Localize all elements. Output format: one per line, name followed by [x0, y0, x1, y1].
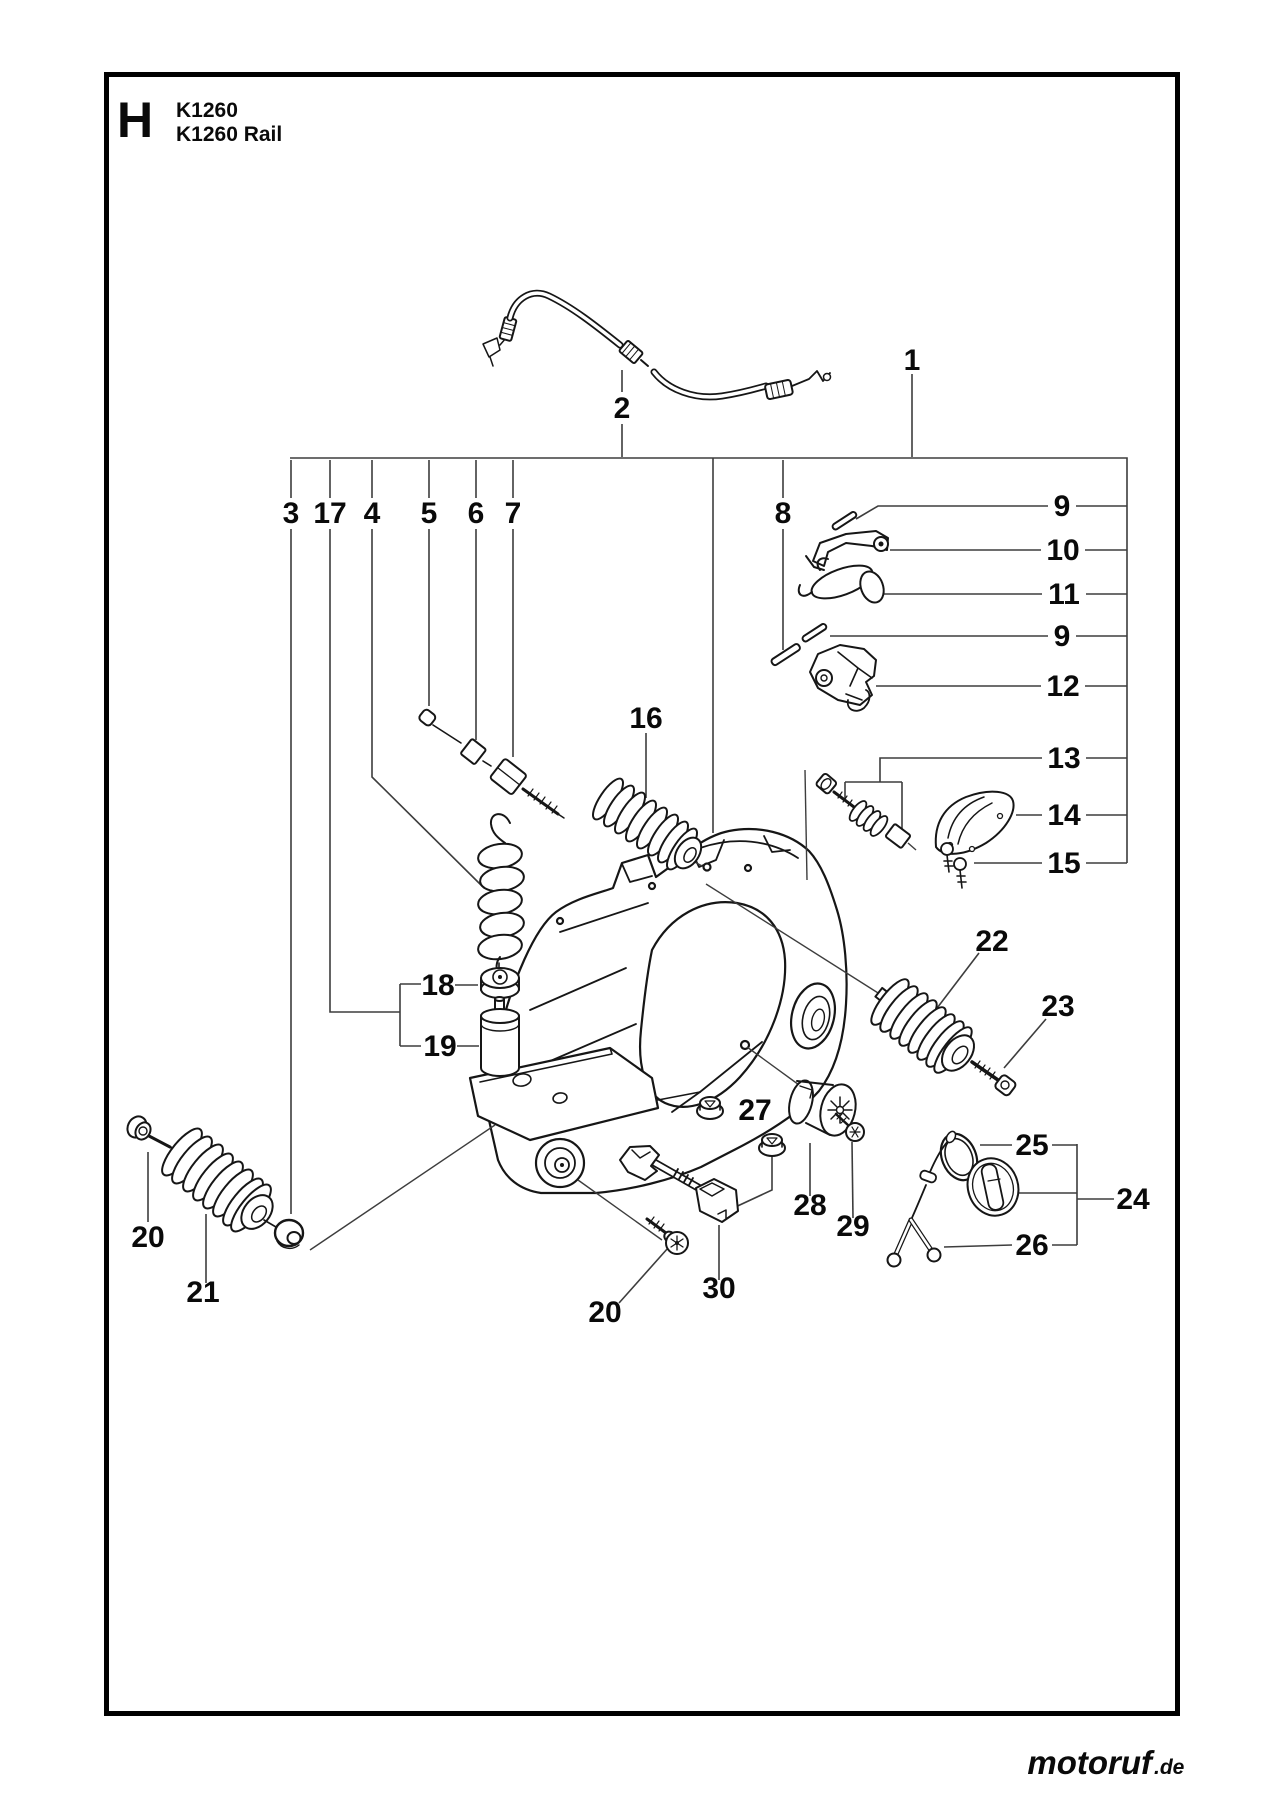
callout-7: 7: [505, 497, 522, 530]
part-grommet: [480, 962, 520, 999]
part-flange-nut-b: [758, 1133, 786, 1157]
callout-1: 1: [904, 344, 921, 377]
callout-18: 18: [421, 969, 454, 1002]
callout-10: 10: [1046, 534, 1079, 567]
part-fuel-filter: [480, 996, 520, 1077]
callout-14: 14: [1047, 799, 1081, 832]
callout-27: 27: [738, 1094, 771, 1127]
callout-20-center: 20: [588, 1296, 621, 1329]
part-throttle-wire-adjusters: [418, 708, 565, 819]
part-rail: [619, 1145, 739, 1223]
callout-8: 8: [775, 497, 792, 530]
part-return-spring: [477, 813, 525, 981]
section-letter: H: [117, 92, 153, 148]
part-guard-screws: [940, 842, 967, 889]
part-pivot-pin: [770, 643, 801, 667]
part-front-damper-spring: [161, 1127, 277, 1233]
callout-3: 3: [283, 497, 300, 530]
callout-26: 26: [1015, 1229, 1048, 1262]
callout-21: 21: [186, 1276, 219, 1309]
callout-17: 17: [313, 497, 346, 530]
leader-lines: [147, 370, 1128, 1304]
part-retaining-screw: [834, 1112, 865, 1142]
callout-20-left: 20: [131, 1221, 164, 1254]
assembly-axis-lines: [309, 769, 917, 1251]
part-pin-lower: [801, 623, 828, 643]
part-rail-screw: [645, 1216, 689, 1255]
part-damper-washer: [273, 1218, 305, 1250]
callout-29: 29: [836, 1210, 869, 1243]
part-front-spring: [592, 777, 703, 871]
callout-25: 25: [1015, 1129, 1048, 1162]
callout-9a: 9: [1054, 490, 1071, 523]
part-flange-nut-a: [696, 1096, 724, 1120]
callout-bracket: [290, 457, 1128, 863]
callout-labels: 1 2 3 17 4 5 6 7 8 9 10 11 9 12 13 14 15…: [131, 344, 1150, 1329]
part-cap-retainer: [886, 1130, 957, 1268]
header: H K1260 K1260 Rail: [117, 92, 282, 148]
callout-9b: 9: [1054, 620, 1071, 653]
watermark: motoruf .de: [1027, 1744, 1184, 1781]
callout-15: 15: [1047, 847, 1080, 880]
callout-13: 13: [1047, 742, 1080, 775]
part-lockout-lever: [805, 530, 889, 571]
part-fuel-cap: [966, 1157, 1020, 1217]
part-wire-bail: [797, 557, 885, 604]
diagram-title: K1260 Rail: [176, 123, 282, 146]
part-guard-plate: [934, 790, 1015, 855]
part-pin-upper: [831, 511, 858, 531]
part-adjuster-screw-set: [815, 772, 911, 849]
part-fuel-tank-handle-assembly: [468, 827, 848, 1195]
part-rear-damper-spring: [870, 978, 976, 1074]
callout-30: 30: [702, 1272, 735, 1305]
callout-2: 2: [614, 392, 631, 425]
pivot-bushing: [534, 1137, 586, 1189]
parts: [126, 289, 1020, 1268]
watermark-brand: motoruf: [1027, 1744, 1155, 1781]
callout-22: 22: [975, 925, 1008, 958]
model-text: K1260: [176, 99, 238, 122]
watermark-suffix: .de: [1154, 1756, 1185, 1779]
callout-6: 6: [468, 497, 485, 530]
callout-16: 16: [629, 702, 662, 735]
callout-4: 4: [364, 497, 381, 530]
part-trigger-mechanism: [809, 644, 877, 712]
callout-11: 11: [1048, 578, 1080, 611]
callout-28: 28: [793, 1189, 826, 1222]
callout-12: 12: [1046, 670, 1079, 703]
filler-recess: [790, 982, 836, 1050]
callout-24: 24: [1116, 1183, 1150, 1216]
callout-19: 19: [423, 1030, 456, 1063]
callout-23: 23: [1041, 990, 1074, 1023]
callout-5: 5: [421, 497, 438, 530]
part-throttle-cable: [482, 289, 832, 401]
page-border-frame: [104, 72, 1180, 1716]
part-damper-screw: [970, 1060, 1017, 1097]
